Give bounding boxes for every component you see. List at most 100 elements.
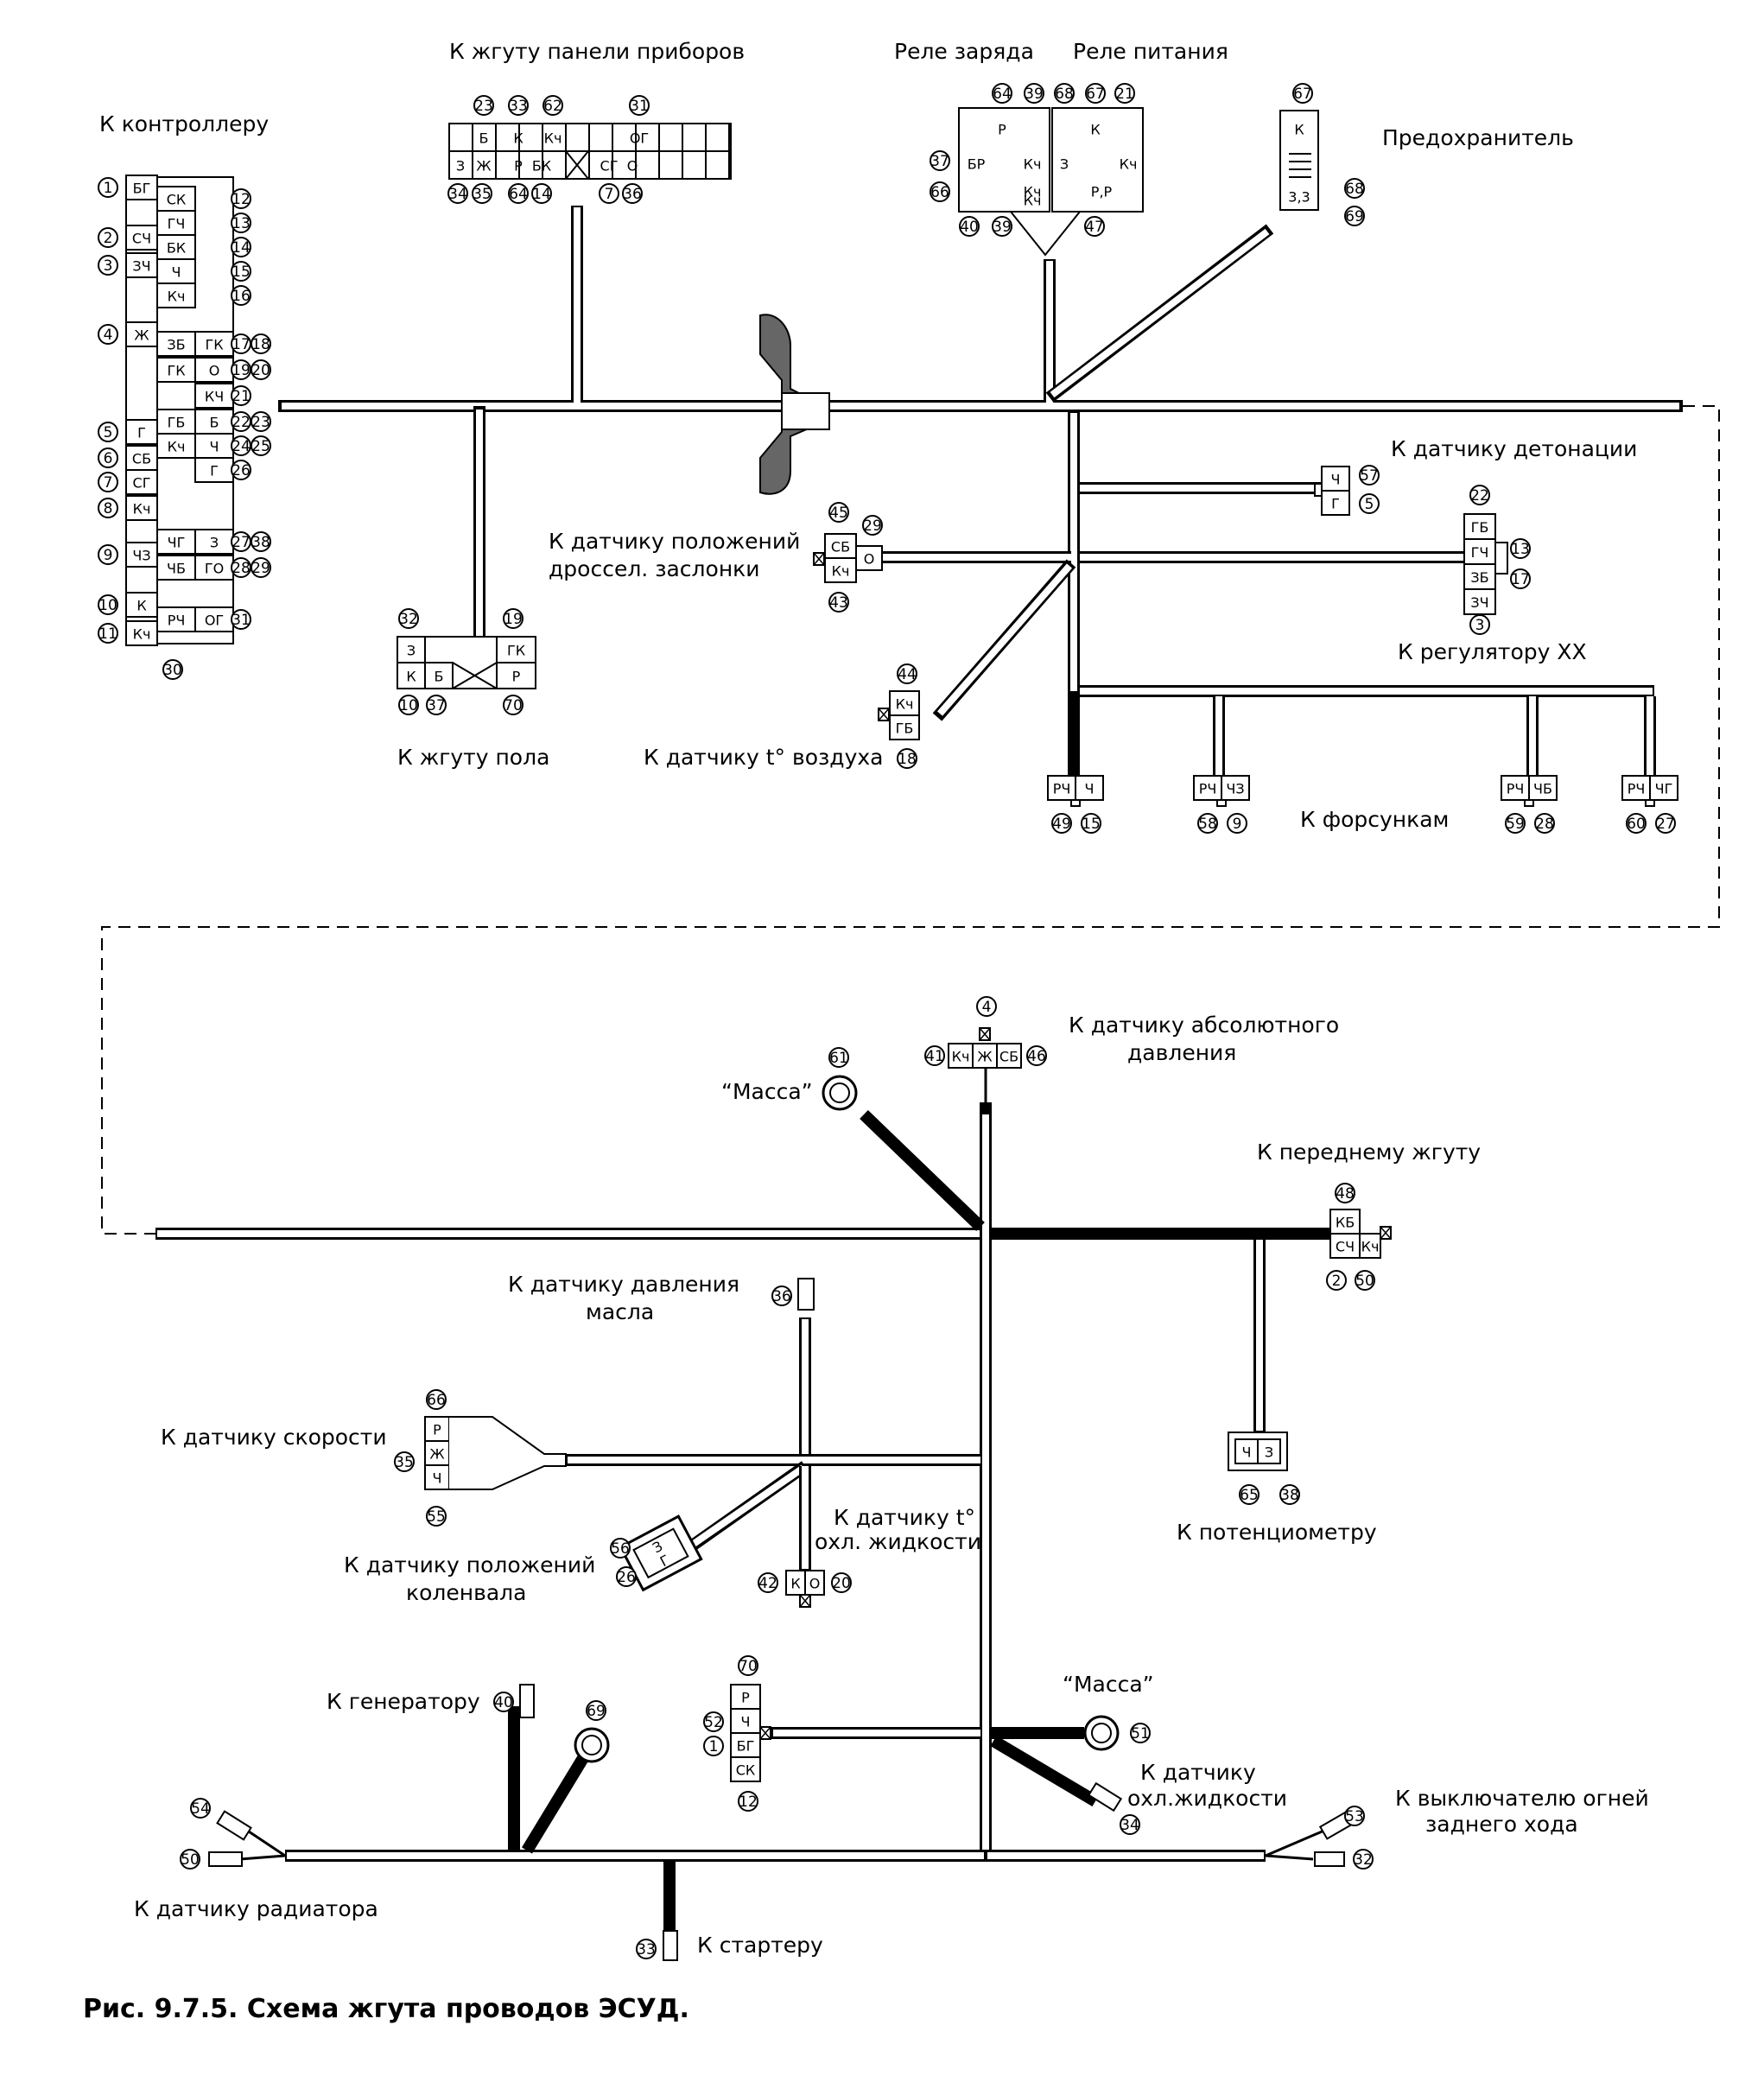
- pin-number-text: 19: [504, 611, 523, 628]
- relay-top-number: 64: [992, 83, 1012, 104]
- pin-number-text: 23: [474, 98, 493, 115]
- figure-caption: Рис. 9.7.5. Схема жгута проводов ЭСУД.: [83, 1994, 689, 2024]
- controller-left-pin-label: ЗЧ: [132, 258, 150, 275]
- pin-number-circle: [1355, 1270, 1375, 1291]
- label-reverse-2: заднего хода: [1425, 1812, 1578, 1837]
- injector-number: 49: [1051, 813, 1072, 834]
- latch-cross-b: [799, 1594, 811, 1608]
- generator-plug-icon: [519, 1684, 535, 1718]
- dashboard-bottom-pin: Ж: [476, 158, 491, 175]
- air-temp-pin-label: ГБ: [896, 721, 914, 737]
- pin-number-text: 12: [739, 1793, 758, 1811]
- ground-number: 69: [586, 1700, 606, 1721]
- pin-number-text: 19: [232, 362, 251, 379]
- pin-number-text: 46: [1027, 1048, 1046, 1065]
- floor-pin-label: Р: [512, 669, 521, 685]
- throttle-pin-label: О: [864, 551, 875, 568]
- pin-number-circle: [98, 498, 118, 518]
- label-idle-regulator: К регулятору XX: [1398, 639, 1587, 664]
- controller-mid-pin-label: ГК: [167, 363, 186, 379]
- ground-ring-icon: [574, 1727, 610, 1763]
- dashboard-bottom-pin: Р: [514, 158, 523, 175]
- grommet-icon: [759, 314, 830, 495]
- floor-number: 37: [426, 695, 447, 715]
- map-number: 4: [976, 996, 997, 1017]
- knock-number: 5: [1359, 493, 1380, 514]
- latch-cross-b: [759, 1726, 771, 1740]
- pin-number-circle: [586, 1700, 606, 1721]
- pin-number-circle: [738, 1655, 758, 1676]
- pin-number-circle: [622, 183, 643, 204]
- latch-icon: [759, 1726, 771, 1740]
- controller-left-pin-frame: [125, 620, 158, 646]
- pin-number-text: 27: [232, 534, 251, 551]
- pin-number-text: 42: [758, 1575, 777, 1592]
- ground-ring-icon: [1083, 1715, 1120, 1751]
- controller-mid-pin-frame: [156, 555, 196, 581]
- dashboard-cell: [682, 150, 707, 180]
- idle-pin-label: ЗЧ: [1470, 594, 1488, 611]
- lower-number: 12: [738, 1791, 758, 1812]
- label-coolant-temp-1: К датчику t°: [834, 1505, 975, 1530]
- dashboard-cross-b: [565, 150, 589, 180]
- label-generator: К генератору: [327, 1689, 480, 1714]
- pin-number-circle: [831, 1572, 852, 1593]
- ring-inner: [581, 1735, 602, 1755]
- pin-number-text: 3: [104, 257, 113, 275]
- idle-pin-frame: [1463, 513, 1496, 540]
- reverse-wire: [1265, 1854, 1314, 1861]
- pin-number-text: 26: [232, 462, 251, 479]
- knock-tab: [1314, 483, 1323, 497]
- pin-number-text: 54: [191, 1800, 210, 1818]
- controller-right-pin-label: ГО: [205, 561, 224, 577]
- pin-number-circle: [599, 183, 619, 204]
- relay-pin: Кч: [1024, 184, 1042, 200]
- pin-number-text: 23: [251, 414, 270, 431]
- latch-cross-b: [878, 708, 890, 721]
- pin-number-text: 10: [98, 597, 117, 614]
- controller-right-number: 13: [231, 213, 251, 233]
- pin-number-circle: [251, 411, 271, 432]
- pin-number-text: 66: [930, 184, 949, 201]
- pin-number-text: 4: [104, 327, 113, 344]
- pin-number-circle: [1469, 485, 1490, 505]
- pin-number-text: 20: [832, 1575, 851, 1592]
- controller-right-pin-frame: [194, 606, 234, 632]
- harness-link-dashed: [101, 405, 1720, 1235]
- controller-right-pin-label: Б: [210, 415, 219, 431]
- pin-number-text: 50: [181, 1851, 200, 1869]
- pin-number-text: 35: [473, 186, 492, 203]
- pin-number-circle: [738, 1791, 758, 1812]
- dashboard-bottom-pin: О: [627, 158, 638, 175]
- front-pin-frame: [1329, 1209, 1361, 1235]
- idle-pin-frame: [1463, 588, 1496, 615]
- latch-icon: [878, 708, 890, 721]
- pin-number-text: 11: [98, 625, 117, 643]
- pin-number-text: 68: [1345, 181, 1364, 198]
- latch-cross-b: [813, 552, 825, 566]
- pin-number-circle: [1359, 465, 1380, 486]
- knock-pin-label: Г: [1331, 496, 1340, 512]
- pin-number-circle: [1626, 813, 1647, 834]
- pin-number-circle: [231, 609, 251, 630]
- controller-left-number: 7: [98, 472, 118, 492]
- map-pin-label: Кч: [952, 1049, 970, 1065]
- pin-number-circle: [508, 183, 529, 204]
- pin-number-text: 13: [1511, 541, 1530, 558]
- pin-number-circle: [493, 1692, 514, 1712]
- injector-tab: [1645, 799, 1655, 807]
- pin-number-circle: [771, 1286, 792, 1306]
- controller-right-number: 25: [251, 435, 271, 456]
- controller-left-number: 2: [98, 227, 118, 248]
- crank-sensor-icon: ЗГ: [619, 1514, 703, 1592]
- pin-number-circle: [1344, 1806, 1365, 1826]
- floor-pin-frame: [397, 636, 426, 663]
- lower-pin-frame: [730, 1756, 761, 1782]
- label-reverse-1: К выключателю огней: [1395, 1786, 1649, 1811]
- plug-body: [1087, 1781, 1123, 1812]
- pin-number-circle: [231, 285, 251, 306]
- pin-number-circle: [703, 1711, 724, 1732]
- pin-number-circle: [1084, 216, 1105, 237]
